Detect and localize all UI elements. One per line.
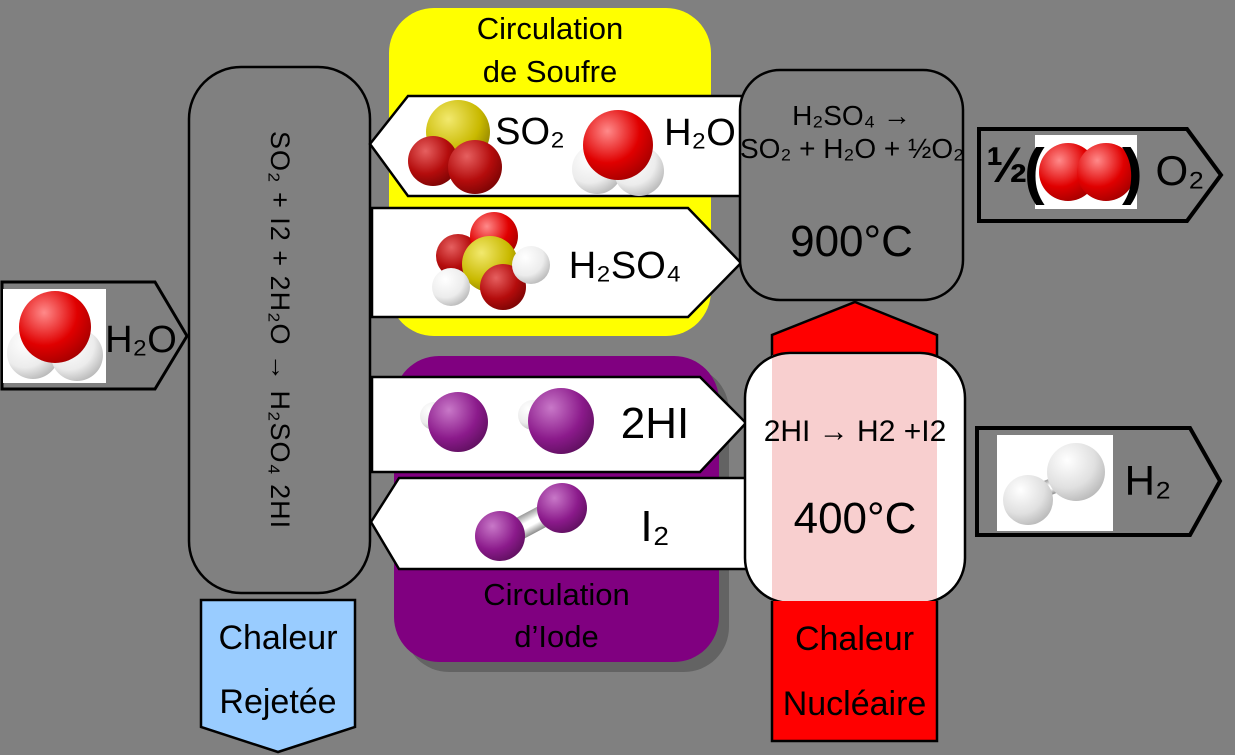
water-input-image-box [3,289,106,383]
iodine-atom-icon [537,483,587,533]
bunsen-equation: SO₂ + I2 + 2H₂O → H₂SO₄ 2HI [265,130,295,530]
oxygen-output-label: O₂ [1155,147,1205,194]
bunsen-reactor-box [187,65,372,595]
oxygen-atom-icon [19,291,91,363]
oxygen-image-box [1035,135,1137,209]
oxygen-paren-close: ) [1122,137,1143,206]
so2-molecule [408,100,503,194]
nuclear-heat-line2: Nucléaire [782,685,927,723]
oxygen-atom-icon [1077,143,1135,201]
oxygen-paren-open: ( [1024,137,1045,206]
rejected-heat-line1: Chaleur [218,619,338,657]
oxygen-atom-icon [583,110,653,180]
hydrogen-atom-icon [1047,443,1105,501]
rejected-heat-arrow [199,598,357,754]
nuclear-heat-shaft [770,601,939,743]
water-molecule-input [7,291,103,381]
nuclear-heat-line1: Chaleur [794,620,915,658]
iodine-box-title-line1: Circulation [483,577,630,612]
i2-molecule [475,483,587,563]
sulfuric-equation-line1: H₂SO₄ → [792,100,911,131]
hydrogen-atom-icon [1003,475,1053,525]
i2-label: I₂ [640,502,670,551]
sulfuric-decomposition-box [738,68,965,302]
sulfuric-equation-line2: SO₂ + H₂O + ½O₂ [740,133,965,164]
h2so4-label: H₂SO₄ [568,245,682,287]
oxygen-half-coefficient: ½ [986,137,1028,193]
hydriodic-equation: 2HI → H2 +I2 [763,415,947,448]
sulfur-box-title-line2: de Soufre [482,54,618,89]
iodine-atom-icon [428,392,488,452]
sulfur-box-title-line1: Circulation [476,11,624,46]
rejected-heat-line2: Rejetée [219,683,337,721]
oxygen-atom-icon [448,140,502,194]
iodine-atom-icon [528,388,594,454]
hi-molecule-1 [420,392,488,456]
hydrogen-output-label: H₂ [1124,457,1172,504]
h2-molecule [997,435,1113,531]
hydrogen-atom-icon [432,268,470,306]
hydrogen-atom-icon [512,246,550,284]
h2so4-molecule [432,212,550,312]
hydrogen-image-box [997,435,1113,531]
o2-molecule [1039,141,1135,203]
bunsen-equation-wrap: SO₂ + I2 + 2H₂O → H₂SO₄ 2HI [191,69,368,591]
hydriodic-temperature: 400°C [793,494,917,543]
hi-label: 2HI [620,399,690,448]
h2o-return-label: H₂O [664,112,736,154]
iodine-box-title-line2: d’Iode [514,619,599,654]
iodine-atom-icon [475,511,525,561]
hydriodic-box-pink-band [772,355,937,601]
water-molecule [572,110,664,196]
so2-label: SO₂ [495,111,565,153]
hi-molecule-2 [518,388,594,458]
water-input-label: H₂O [105,319,177,361]
sulfuric-temperature: 900°C [790,217,913,266]
